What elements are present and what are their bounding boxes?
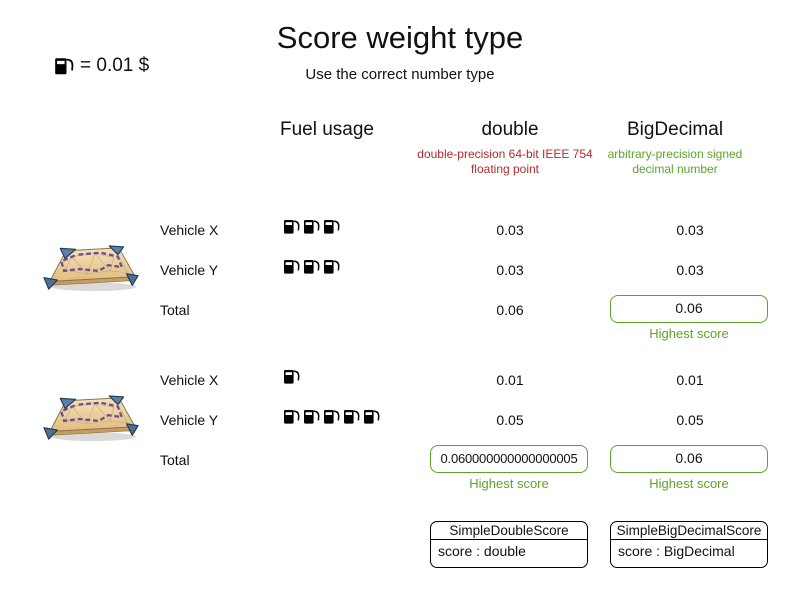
fuel-pump-icon xyxy=(284,410,300,424)
page-title: Score weight type xyxy=(276,20,524,55)
fuel-pump-icon xyxy=(324,410,340,424)
highest-score-label: Highest score xyxy=(469,476,549,491)
column-header-fuel-usage: Fuel usage xyxy=(279,119,374,140)
bigdecimal-description: arbitrary-precision signed decimal numbe… xyxy=(607,147,743,176)
row-label: Vehicle Y xyxy=(160,412,219,428)
fuel-pump-icon xyxy=(304,220,320,234)
fuel-pump-icon xyxy=(304,410,320,424)
legend-text: = 0.01 $ xyxy=(80,55,150,76)
row-label: Vehicle X xyxy=(160,372,219,388)
fuel-cost-legend: = 0.01 $ xyxy=(54,55,149,77)
bigdecimal-value: 0.03 xyxy=(676,262,704,278)
fuel-pump-icon xyxy=(324,220,340,234)
highest-score-label: Highest score xyxy=(649,476,729,491)
highest-score-label: Highest score xyxy=(649,326,729,341)
class-attribute: score : BigDecimal xyxy=(618,543,735,559)
fuel-icons xyxy=(283,409,380,425)
row-label: Vehicle X xyxy=(160,222,219,238)
double-value: 0.05 xyxy=(496,412,524,428)
bigdecimal-value: 0.03 xyxy=(676,222,704,238)
column-header-double: double xyxy=(481,119,539,140)
class-name: SimpleDoubleScore xyxy=(431,522,587,540)
fuel-pump-icon xyxy=(55,57,74,74)
class-attribute: score : double xyxy=(438,543,526,559)
page-subtitle: Use the correct number type xyxy=(305,66,495,83)
row-label: Vehicle Y xyxy=(160,262,219,278)
fuel-pump-icon xyxy=(284,260,300,274)
column-header-bigdecimal: BigDecimal xyxy=(626,119,724,140)
double-value: 0.01 xyxy=(496,372,524,388)
fuel-pump-icon xyxy=(364,410,380,424)
highest-score-box: 0.06 xyxy=(610,295,768,323)
bigdecimal-value: 0.05 xyxy=(676,412,704,428)
fuel-icons xyxy=(283,369,300,385)
double-value: 0.06 xyxy=(496,302,524,318)
highest-score-box: 0.060000000000000005 xyxy=(430,445,588,473)
fuel-icons xyxy=(283,259,340,275)
fuel-pump-icon xyxy=(304,260,320,274)
fuel-icons xyxy=(283,219,340,235)
uml-class-box: SimpleBigDecimalScore score : BigDecimal xyxy=(610,521,768,568)
bigdecimal-value: 0.01 xyxy=(676,372,704,388)
row-label: Total xyxy=(160,452,190,468)
fuel-pump-icon xyxy=(284,370,300,384)
row-label: Total xyxy=(160,302,190,318)
double-value: 0.03 xyxy=(496,222,524,238)
fuel-pump-icon xyxy=(284,220,300,234)
route-map-image xyxy=(42,395,140,443)
fuel-pump-icon xyxy=(324,260,340,274)
class-name: SimpleBigDecimalScore xyxy=(611,522,767,540)
double-description: double-precision 64-bit IEEE 754 floatin… xyxy=(417,147,593,176)
highest-score-box: 0.06 xyxy=(610,445,768,473)
double-value: 0.03 xyxy=(496,262,524,278)
fuel-pump-icon xyxy=(344,410,360,424)
uml-class-box: SimpleDoubleScore score : double xyxy=(430,521,588,568)
route-map-image xyxy=(42,245,140,293)
